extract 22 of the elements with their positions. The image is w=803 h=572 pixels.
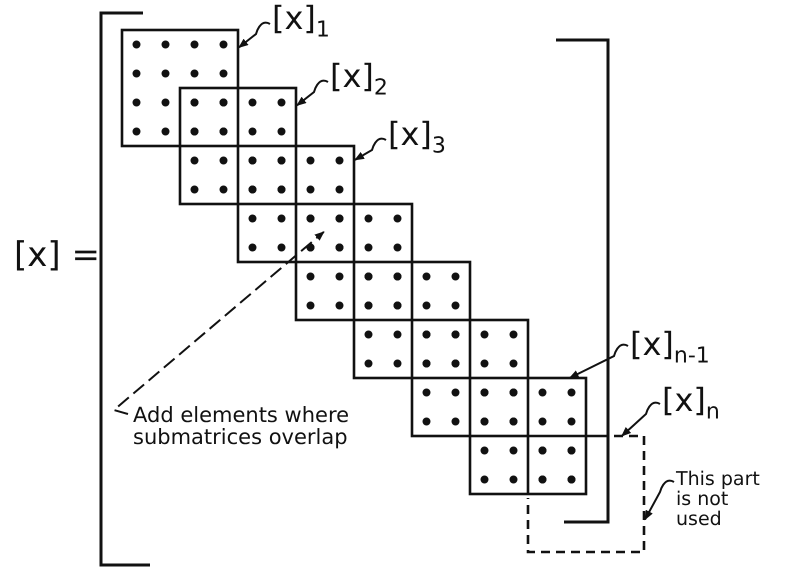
submatrix-box [180, 88, 296, 204]
submatrix-label: [x]$_{n-1}$ [630, 328, 710, 368]
submatrix-box [412, 320, 528, 436]
leader-line [238, 22, 270, 48]
leader-line [568, 344, 628, 379]
note-text: Add elements where submatrices overlap [133, 404, 395, 448]
submatrix-label: [x]$_{3}$ [388, 118, 446, 158]
leader-line [296, 80, 328, 106]
leader-line [354, 138, 386, 161]
leader-line [112, 231, 325, 415]
submatrix-label: [x]$_{1}$ [272, 2, 330, 42]
submatrix-box [354, 262, 470, 378]
submatrix-box [122, 30, 238, 146]
submatrix-box [528, 436, 644, 552]
submatrix-box [470, 378, 586, 494]
matrix-name: [x] = [14, 238, 100, 274]
submatrix-label: [x]$_{n}$ [662, 384, 720, 424]
note-text: This part is not used [676, 470, 776, 530]
submatrix-box [296, 204, 412, 320]
submatrix-label: [x]$_{2}$ [330, 60, 388, 100]
submatrix-box [238, 146, 354, 262]
leader-line [621, 402, 660, 437]
